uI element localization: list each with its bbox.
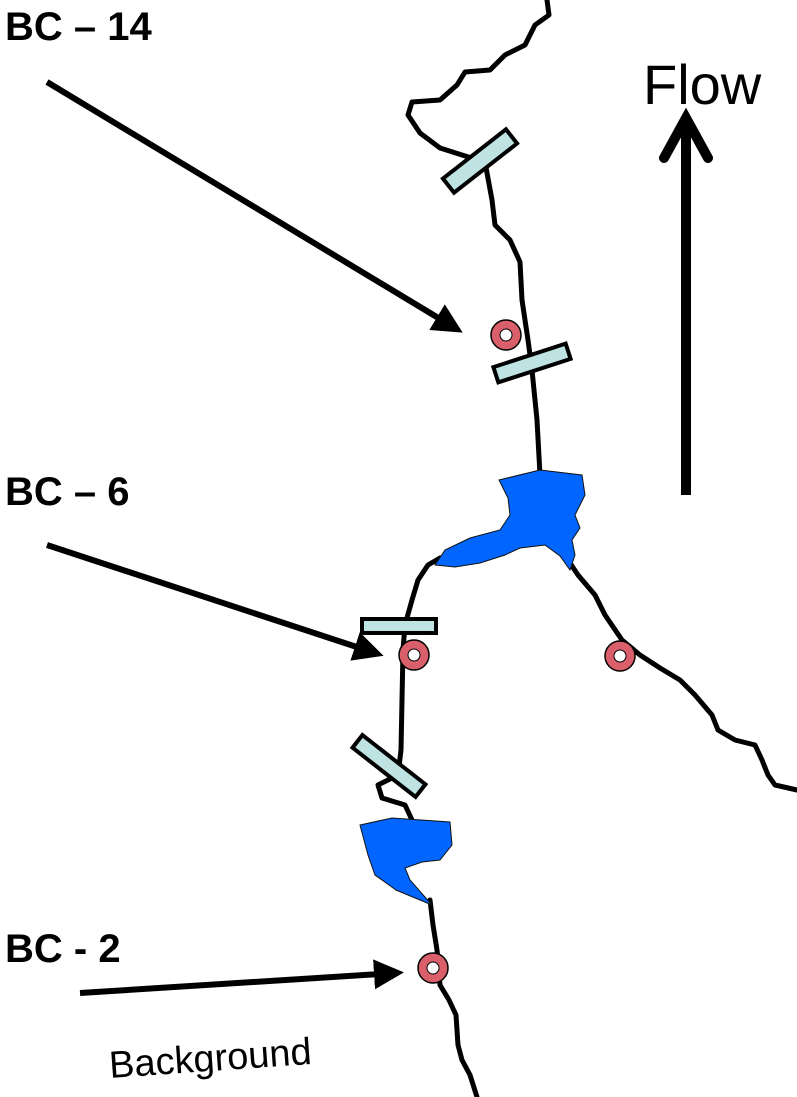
sampling-site-bc6: [398, 639, 430, 671]
bc6-pointer-arrow: [46, 542, 384, 661]
sampling-site-bc2: [417, 952, 449, 984]
stream-tributary: [565, 557, 797, 793]
label-bc14: BC – 14: [5, 5, 152, 49]
dam-3: [360, 617, 438, 635]
stream-middle: [375, 552, 468, 823]
dam-4: [349, 732, 429, 800]
sampling-site-bc14: [490, 319, 522, 351]
label-bc6: BC – 6: [5, 470, 130, 514]
sampling-site-tributary: [604, 640, 636, 672]
upper-pond: [434, 469, 586, 572]
bc2-pointer-arrow: [79, 959, 404, 996]
label-bc2: BC - 2: [5, 927, 121, 971]
label-background: Background: [108, 1031, 313, 1087]
label-flow: Flow: [643, 53, 762, 116]
bc14-pointer-arrow: [45, 79, 463, 333]
stream-upper: [405, 0, 552, 478]
stream-lower: [427, 897, 480, 1097]
flow-arrowhead: [659, 107, 713, 163]
lower-pond: [359, 817, 453, 906]
dam-2: [490, 341, 574, 385]
dam-1: [440, 126, 520, 196]
